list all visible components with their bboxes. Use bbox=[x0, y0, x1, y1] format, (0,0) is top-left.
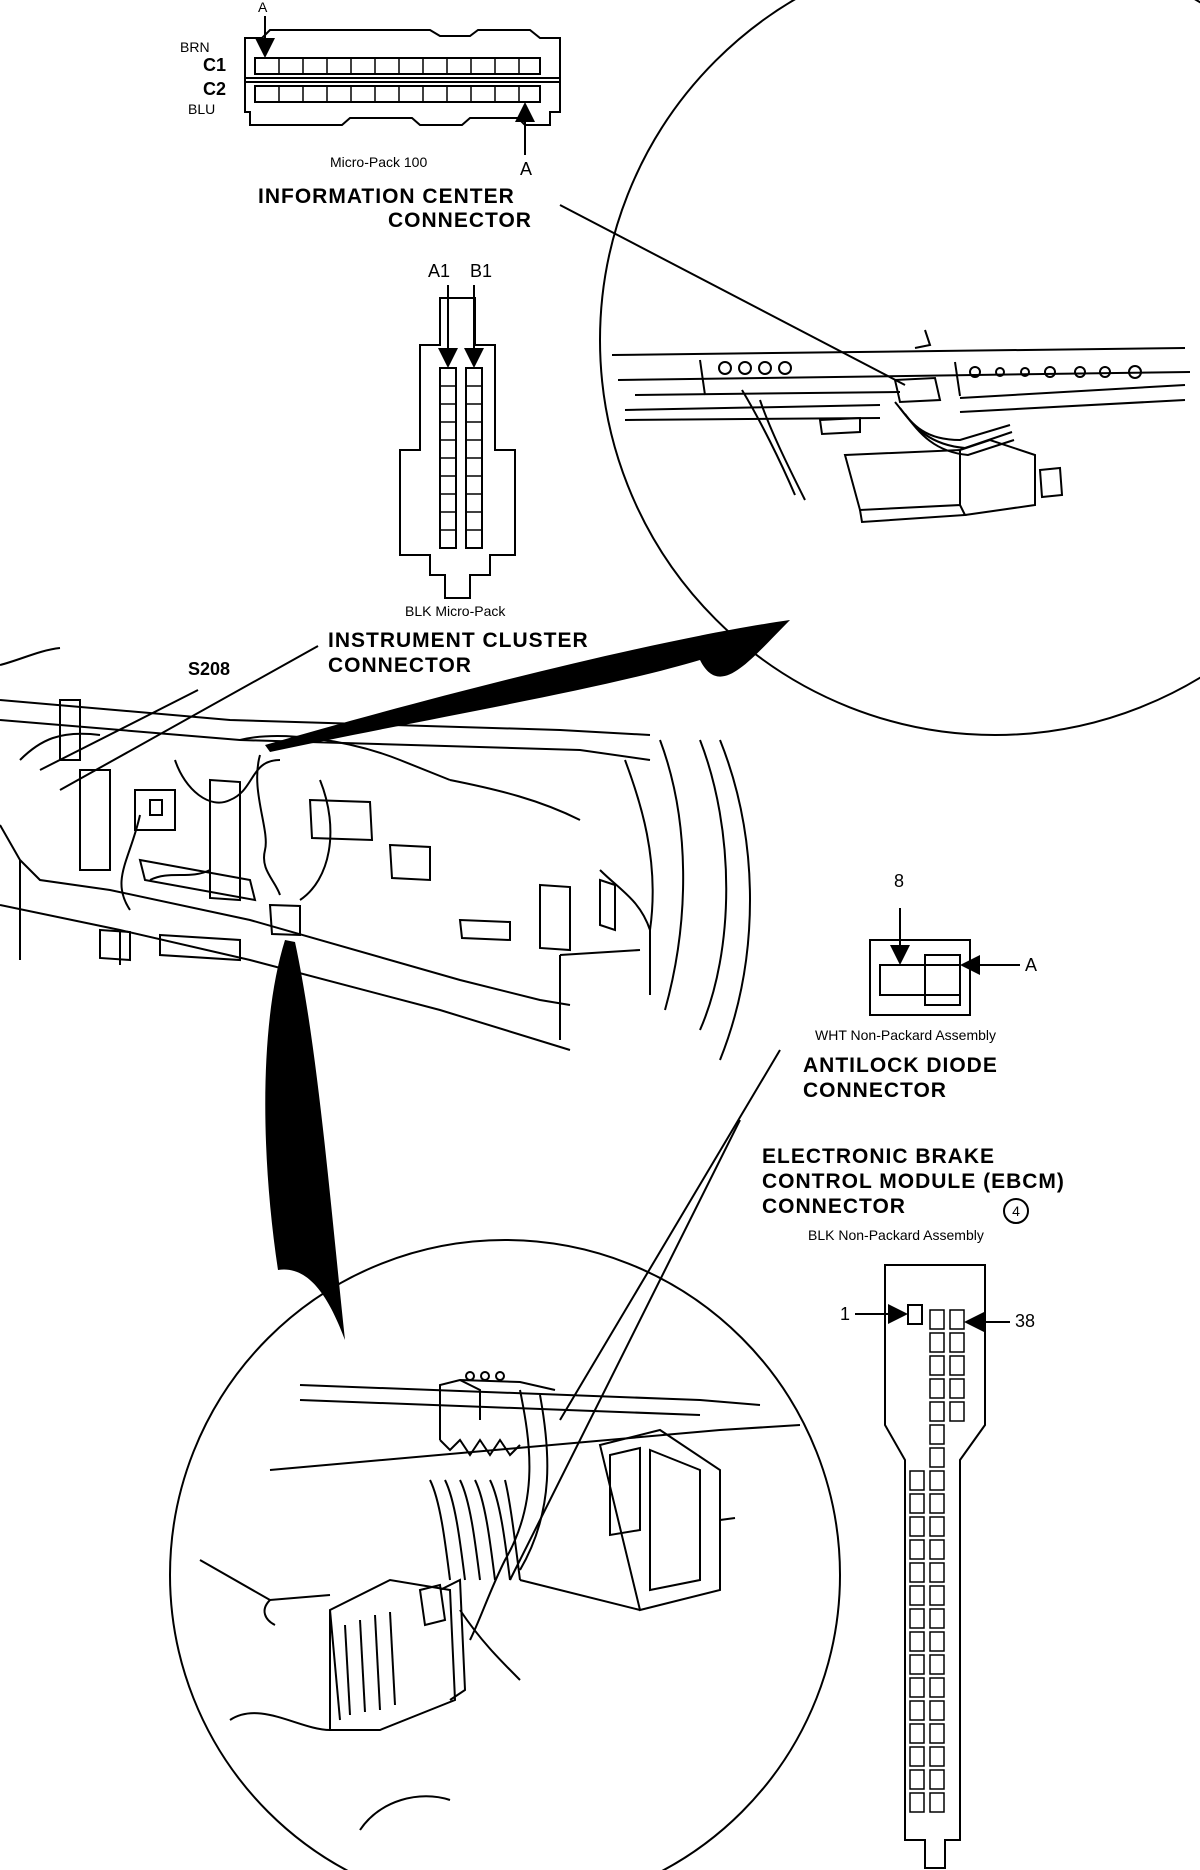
antilock-diode-title-line1: ANTILOCK DIODE bbox=[803, 1054, 998, 1077]
instrument-cluster-pin-a1: A1 bbox=[428, 261, 451, 281]
information-center-title-line1: INFORMATION CENTER bbox=[258, 185, 515, 208]
ebcm-note-number-badge: 4 bbox=[1003, 1198, 1029, 1224]
information-center-pin-a-top: A bbox=[258, 0, 268, 15]
ebcm-title-line3: CONNECTOR bbox=[762, 1195, 906, 1218]
instrument-panel-view bbox=[0, 699, 751, 1061]
ebcm-pin-1: 1 bbox=[840, 1304, 851, 1324]
instrument-cluster-connector-type: BLK Micro-Pack bbox=[405, 603, 506, 619]
information-center-row2-color: BLU bbox=[188, 101, 216, 117]
information-center-zoom-view bbox=[599, 0, 1200, 736]
upper-zoom-leader-wedge bbox=[265, 620, 790, 752]
information-center-pin-row-c1 bbox=[278, 58, 520, 74]
ebcm-title-line2: CONTROL MODULE (EBCM) bbox=[762, 1170, 1065, 1193]
antilock-diode-pin-8: 8 bbox=[894, 871, 905, 891]
instrument-cluster-title-line2: CONNECTOR bbox=[328, 654, 472, 677]
ebcm-pin-38: 38 bbox=[1015, 1311, 1036, 1331]
information-center-connector-type: Micro-Pack 100 bbox=[330, 154, 428, 170]
antilock-diode-connector bbox=[869, 908, 1020, 1016]
lower-zoom-leader-wedge bbox=[265, 940, 345, 1340]
instrument-cluster-title-line1: INSTRUMENT CLUSTER bbox=[328, 629, 589, 652]
antilock-diode-title-line2: CONNECTOR bbox=[803, 1079, 947, 1102]
information-center-row1-color: BRN bbox=[180, 39, 210, 55]
splice-s208-label: S208 bbox=[188, 659, 231, 679]
information-center-row1-id: C1 bbox=[203, 55, 227, 75]
ebcm-pin-column-left bbox=[909, 1470, 925, 1813]
information-center-connector bbox=[244, 16, 906, 386]
ebcm-pin-column-center bbox=[929, 1309, 945, 1813]
ebcm-zoom-view bbox=[169, 1049, 841, 1870]
instrument-panel-zoom-edge bbox=[0, 647, 61, 666]
instrument-cluster-connector bbox=[39, 285, 516, 791]
information-center-title-line2: CONNECTOR bbox=[388, 209, 532, 232]
ebcm-connector-type: BLK Non-Packard Assembly bbox=[808, 1227, 984, 1243]
ebcm-title-line1: ELECTRONIC BRAKE bbox=[762, 1145, 996, 1168]
ebcm-pin-column-right bbox=[949, 1309, 965, 1422]
antilock-diode-connector-type: WHT Non-Packard Assembly bbox=[815, 1027, 997, 1043]
ebcm-connector bbox=[855, 1264, 1010, 1869]
information-center-row2-id: C2 bbox=[203, 79, 227, 99]
antilock-diode-pin-a: A bbox=[1025, 955, 1038, 975]
information-center-pin-row-c2 bbox=[278, 86, 520, 102]
information-center-pin-a-bottom: A bbox=[520, 159, 533, 179]
instrument-cluster-pin-b1: B1 bbox=[470, 261, 493, 281]
instrument-cluster-pin-column bbox=[440, 385, 482, 531]
